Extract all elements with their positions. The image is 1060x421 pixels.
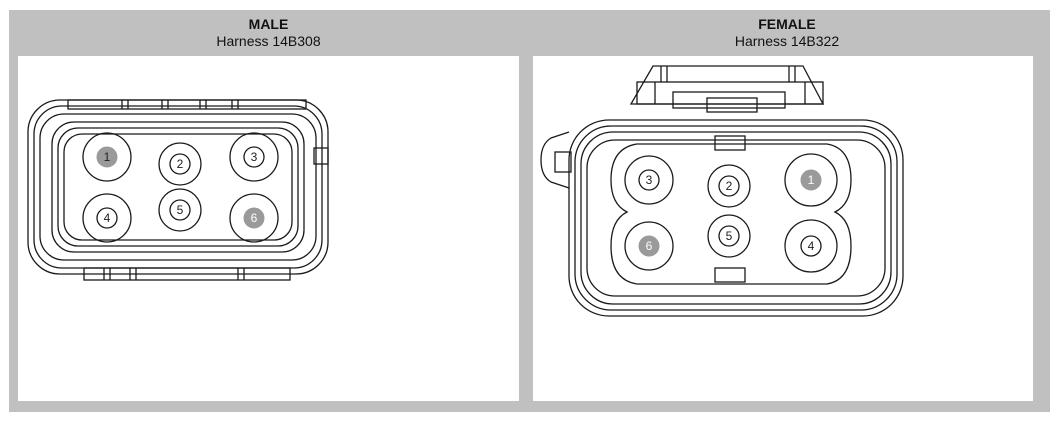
male-pin-1: 1 <box>96 146 118 168</box>
svg-text:6: 6 <box>646 239 653 253</box>
svg-text:3: 3 <box>646 173 653 187</box>
female-side-clip <box>540 131 570 189</box>
male-connector-drawing: 1 2 3 4 5 <box>27 99 329 281</box>
female-harness-label: Harness 14B322 <box>734 33 840 49</box>
svg-text:6: 6 <box>251 211 258 225</box>
svg-text:2: 2 <box>726 179 733 193</box>
diagram-frame: MALE Harness 14B308 <box>9 10 1050 412</box>
svg-text:4: 4 <box>808 239 815 253</box>
female-title: FEMALE <box>758 16 816 32</box>
female-pin-2: 2 <box>718 175 740 197</box>
male-housing-outline <box>27 99 329 275</box>
male-header: MALE Harness 14B308 <box>9 16 528 50</box>
female-pin-5: 5 <box>718 225 740 247</box>
svg-text:5: 5 <box>177 203 184 217</box>
svg-text:1: 1 <box>808 173 815 187</box>
male-pin-3: 3 <box>243 146 265 168</box>
female-connector-drawing: 3 2 1 6 5 <box>540 65 904 317</box>
male-pin-4: 4 <box>96 207 118 229</box>
male-harness-label: Harness 14B308 <box>216 33 321 49</box>
female-pin-1: 1 <box>800 169 822 191</box>
male-top-latch <box>67 99 307 110</box>
male-drawing-area: 1 2 3 4 5 <box>18 56 519 401</box>
female-housing-outline <box>568 119 904 317</box>
svg-text:2: 2 <box>177 157 184 171</box>
svg-text:1: 1 <box>104 150 111 164</box>
male-pin-6: 6 <box>243 207 265 229</box>
female-pin-4: 4 <box>800 235 822 257</box>
male-connector-panel: MALE Harness 14B308 <box>9 10 528 412</box>
male-pin-2: 2 <box>169 153 191 175</box>
female-pin-6: 6 <box>638 235 660 257</box>
female-drawing-area: 3 2 1 6 5 <box>533 56 1033 401</box>
svg-text:5: 5 <box>726 229 733 243</box>
female-connector-panel: FEMALE Harness 14B322 <box>524 10 1050 412</box>
female-header: FEMALE Harness 14B322 <box>524 16 1050 50</box>
svg-text:3: 3 <box>251 150 258 164</box>
female-pin-3: 3 <box>638 169 660 191</box>
svg-text:4: 4 <box>104 211 111 225</box>
male-title: MALE <box>248 16 289 32</box>
male-pin-5: 5 <box>169 199 191 221</box>
